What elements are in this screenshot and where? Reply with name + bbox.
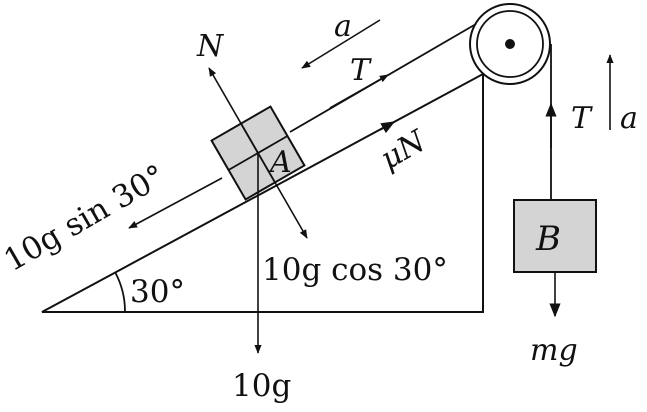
label-block-b: B	[535, 219, 561, 259]
label-friction: μN	[375, 123, 434, 177]
angle-arc	[114, 271, 126, 313]
label-block-a: A	[267, 145, 292, 180]
label-angle: 30°	[130, 274, 185, 310]
weight-perp-arrow	[257, 152, 308, 239]
label-weight-perp: 10g cos 30°	[262, 252, 448, 288]
label-tension-b: T	[571, 101, 593, 136]
label-normal-force: N	[196, 29, 225, 64]
pulley	[469, 3, 551, 85]
inclined-plane	[41, 72, 484, 313]
tension-arrow-a	[329, 74, 389, 109]
weight-parallel-arrow	[128, 177, 223, 229]
friction-marker-arrow	[379, 121, 396, 134]
label-weight-a: 10g	[232, 368, 291, 404]
acceleration-arrow-a	[301, 19, 381, 69]
label-a-hanging: a	[620, 101, 638, 136]
label-tension-a: T	[350, 53, 372, 88]
label-a-incline: a	[334, 9, 352, 44]
label-weight-b: mg	[530, 333, 578, 368]
normal-force-arrow	[208, 67, 259, 154]
